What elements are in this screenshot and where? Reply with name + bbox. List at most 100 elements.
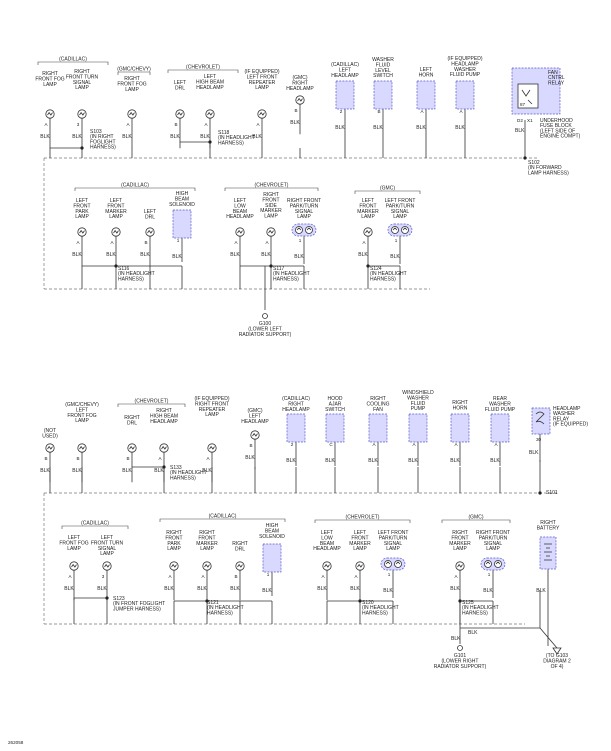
- ground-label: RADIATOR SUPPORT): [434, 664, 487, 670]
- splice-node: [458, 599, 462, 603]
- pin-label: A: [204, 122, 208, 127]
- splice-label: LAMP HARNESS): [528, 170, 569, 176]
- component-label: SWITCH: [325, 407, 345, 413]
- component-label: HEADLAMP: [241, 419, 269, 425]
- component-label: LEFT: [76, 407, 88, 413]
- component-label: SIGNAL: [98, 546, 117, 552]
- wire-label: BLK: [451, 636, 461, 642]
- component-label: HIGH: [266, 523, 279, 529]
- component-label: BEAM: [320, 541, 334, 547]
- component-label: SIDE: [265, 203, 277, 209]
- pin-label: A: [354, 574, 358, 579]
- wiring: [49, 104, 558, 649]
- wire-label: BLK: [64, 586, 74, 592]
- ground-label: OF 4): [551, 664, 564, 670]
- splice-node: [366, 264, 370, 268]
- wire-label: BLK: [408, 458, 418, 464]
- group-bracket-g10: [314, 519, 411, 523]
- wire-label: BLK: [468, 630, 478, 636]
- group-brackets: (CADILLAC)(GMC/CHEVY)(CHEVROLET)(CADILLA…: [37, 57, 511, 529]
- fuse-block-caption: (LEFT SIDE OF: [540, 128, 575, 134]
- filament: [71, 563, 77, 568]
- splice-node: [208, 140, 212, 144]
- component-label: LAMP: [75, 85, 89, 91]
- component-label: LEVEL: [375, 68, 391, 74]
- component-label: LEFT: [339, 67, 351, 73]
- group-label-g5: (CHEVROLET): [255, 183, 289, 189]
- pin-label: A: [372, 442, 376, 447]
- filament: [259, 111, 265, 116]
- group-label-g3: (CHEVROLET): [186, 65, 220, 71]
- component-label: PARK/TURN: [379, 535, 408, 541]
- component-label: FRONT: [451, 535, 468, 541]
- component-label: REAR: [493, 396, 507, 402]
- splice-label: S121: [207, 600, 219, 606]
- splice-label: S103: [90, 129, 102, 135]
- relay-label: CNTRL: [548, 75, 565, 81]
- filament: [392, 227, 408, 231]
- wire-label: BLK: [383, 588, 393, 594]
- wire-label: BLK: [40, 468, 50, 474]
- wire-label: BLK: [416, 125, 426, 131]
- component-label: SOLENOID: [169, 202, 195, 208]
- lamp-bulb: [391, 226, 399, 234]
- group-bracket-g6: [354, 190, 421, 194]
- pin-label: A: [265, 240, 269, 245]
- splice-node: [269, 264, 273, 268]
- pin-label: A: [454, 574, 458, 579]
- wire-label: BLK: [140, 252, 150, 258]
- wire-label: BLK: [450, 458, 460, 464]
- component-label: HOOD: [328, 396, 343, 402]
- pin-label: A: [256, 122, 260, 127]
- lamp-bulb: [494, 560, 502, 568]
- lamp-bulb: [484, 560, 492, 568]
- filament: [209, 445, 215, 450]
- component-label: HEADLAMP: [196, 85, 224, 91]
- relay-pin-label: 30: [536, 437, 542, 442]
- splice-label: S120: [362, 600, 374, 606]
- wire-label: BLK: [72, 134, 82, 140]
- component-label: HORN: [453, 405, 468, 411]
- component-label: (GMC): [248, 408, 263, 414]
- component-label: USED): [42, 433, 58, 439]
- component-label: LEFT: [144, 209, 156, 215]
- wire-label: BLK: [154, 468, 164, 474]
- pin-label: A: [206, 456, 210, 461]
- component-body: [286, 413, 306, 443]
- splice-node: [358, 599, 362, 603]
- relay-label: RELAY: [548, 80, 565, 86]
- component-label: DRL: [235, 546, 245, 552]
- splice-label: S101: [546, 490, 558, 496]
- component-label: (CADILLAC): [331, 62, 359, 68]
- component-body: [373, 80, 393, 110]
- fuse-block-caption: UNDERHOOD: [540, 118, 573, 124]
- filament: [385, 561, 401, 565]
- component-label: RIGHT: [124, 76, 140, 82]
- component-label: LAMP: [255, 85, 269, 91]
- component-label: PARK/TURN: [386, 203, 415, 209]
- component-label: (IF EQUIPPED): [194, 396, 229, 402]
- filament: [457, 563, 463, 568]
- connector-pin-label: X1: [527, 118, 533, 123]
- component-label: LAMP: [43, 82, 57, 88]
- component-label: LAMP: [125, 87, 139, 93]
- component-label: WASHER: [489, 401, 511, 407]
- splice-label: S118: [218, 130, 230, 136]
- battery-body: [539, 536, 557, 570]
